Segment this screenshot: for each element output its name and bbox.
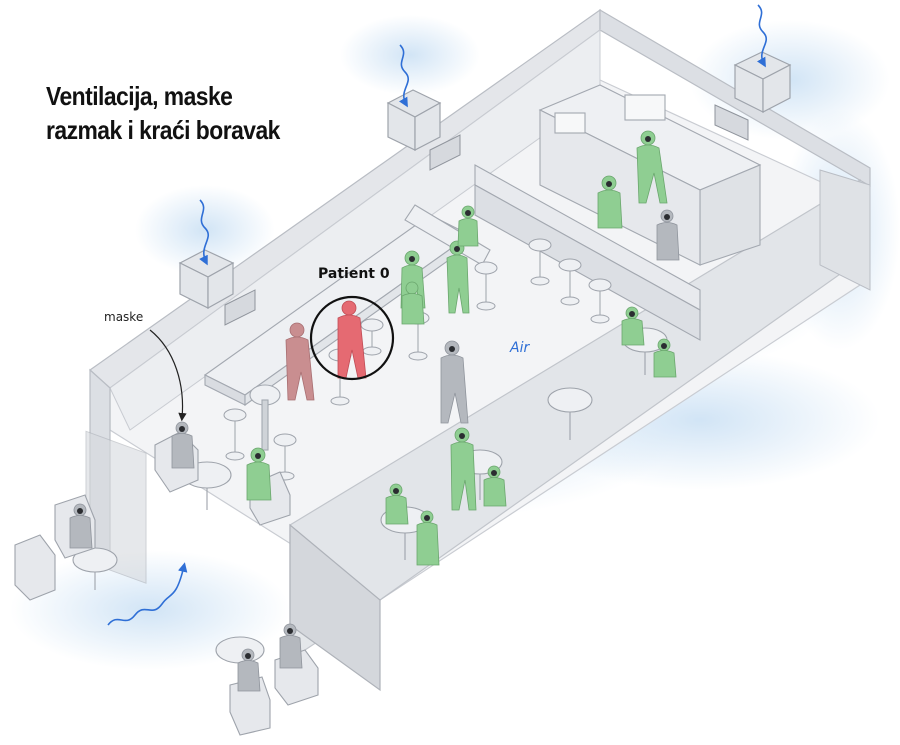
mask-icon — [77, 136, 670, 659]
mask-callout-arrow — [149, 329, 187, 422]
patient-zero-highlight — [309, 295, 395, 381]
masks-label: maske — [104, 310, 144, 324]
wall-vent-icon — [224, 104, 749, 326]
airflow-arrow-icon — [107, 4, 768, 626]
air-label: Air — [510, 340, 530, 356]
title-line-1: Ventilacija, maske — [46, 81, 233, 111]
title-line-2: razmak i kraći boravak — [46, 115, 280, 145]
person-figure-icon — [246, 130, 677, 566]
page-title: Ventilacija, maske razmak i kraći borava… — [46, 79, 280, 147]
patient-zero-figure — [337, 300, 367, 379]
patient-zero-label: Patient 0 — [318, 266, 390, 282]
person-figure-icon — [285, 322, 315, 401]
person-figure-icon — [69, 209, 680, 692]
